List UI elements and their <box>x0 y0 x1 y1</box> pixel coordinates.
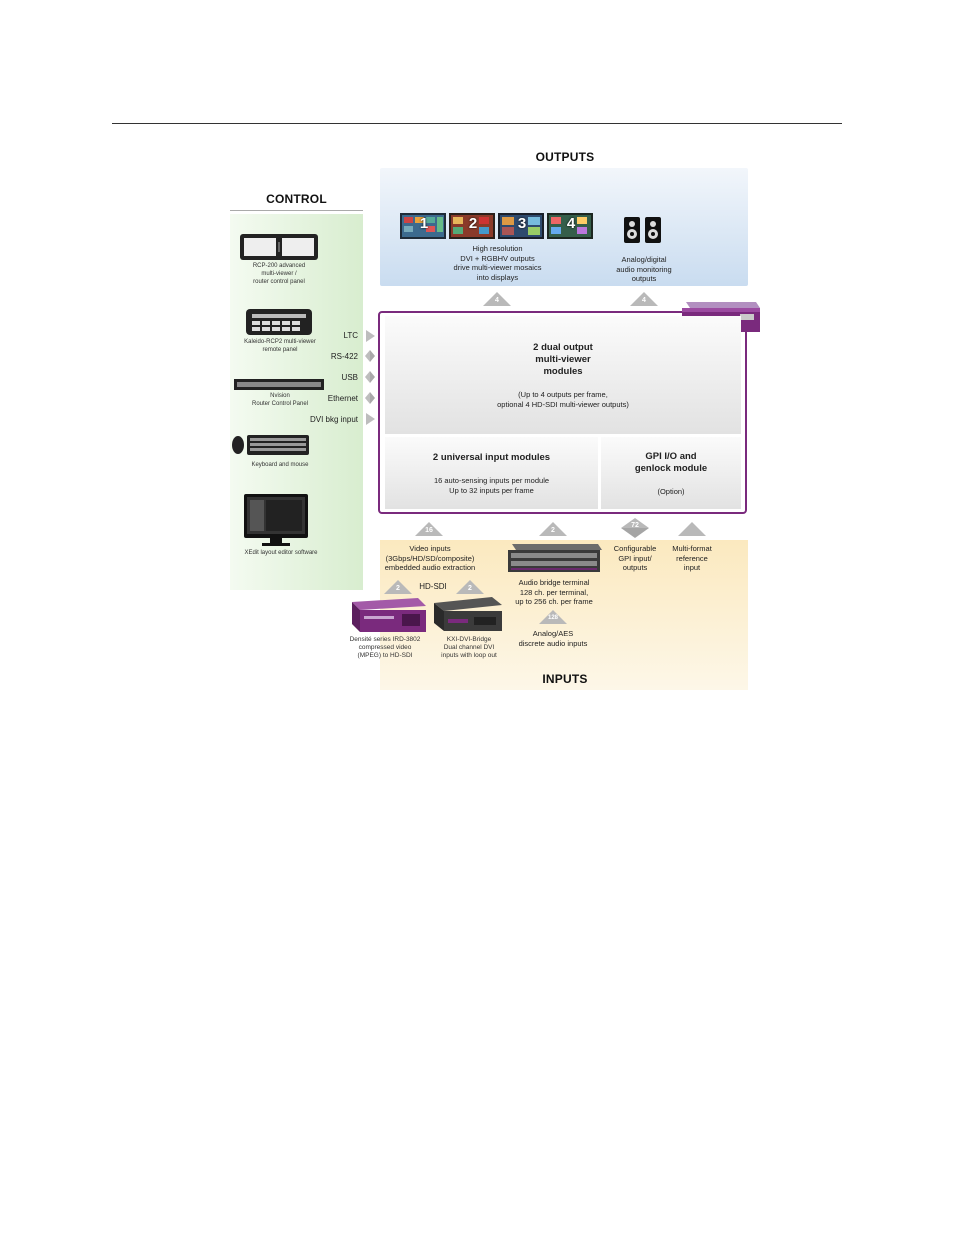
header-rule <box>112 123 842 124</box>
audio-bridge-text: Audio bridge terminal 128 ch. per termin… <box>515 578 593 606</box>
conn-rs422-label: RS-422 <box>330 352 358 361</box>
hdsdi-arrow-ird <box>384 580 412 594</box>
ird-device-image <box>348 598 428 639</box>
control-item-nvision: Nvision Router Control Panel <box>251 393 309 407</box>
control-item-rcp200: RCP-200 advanced multi-viewer / router c… <box>252 263 306 285</box>
input-modules-box <box>385 437 598 509</box>
input-arrow-gpi-count: 72 <box>631 522 639 529</box>
display-mosaic-group <box>400 212 595 240</box>
input-arrow-reference <box>678 522 706 536</box>
conn-usb-arrow <box>365 371 375 383</box>
conn-rs422-arrow <box>365 350 375 362</box>
video-outputs-text: High resolution DVI + RGBHV outputs driv… <box>453 244 542 282</box>
gpi-module-box <box>601 437 741 509</box>
input-arrow-gpi <box>621 518 649 538</box>
display-number-1: 1 <box>419 215 429 232</box>
xedit-monitor-icon <box>244 494 308 551</box>
display-number-4: 4 <box>566 215 576 232</box>
input-arrow-video-count: 16 <box>425 527 433 534</box>
ird-text: Densité series IRD-3802 compressed video… <box>349 636 421 659</box>
control-divider <box>230 210 363 211</box>
hdsdi-label: HD-SDI <box>419 582 447 591</box>
conn-ethernet-arrow <box>365 392 375 404</box>
inputs-title: INPUTS <box>542 672 588 686</box>
gpi-inputs-text: Configurable GPI input/ outputs <box>613 544 657 572</box>
keyboard-mouse-icon <box>231 433 311 462</box>
input-modules-note: 16 auto-sensing inputs per module Up to … <box>433 476 550 495</box>
speakers-icon <box>623 217 663 249</box>
hdsdi-arrow-ird-count: 2 <box>396 585 400 592</box>
reference-input-text: Multi-format reference input <box>672 544 712 572</box>
conn-usb-label: USB <box>341 373 358 382</box>
aes-arrow <box>539 610 567 624</box>
audio-bridge-terminal-image <box>506 544 602 579</box>
input-arrow-audio-count: 2 <box>551 527 555 534</box>
display-number-2: 2 <box>468 215 478 232</box>
video-inputs-text: Video inputs (3Gbps/HD/SD/composite) emb… <box>384 544 476 572</box>
display-mosaics-icon <box>400 213 593 239</box>
control-item-xedit: XEdit layout editor software <box>244 550 318 556</box>
kaleido-rcp2-icon <box>246 309 312 340</box>
hdsdi-arrow-kxi <box>456 580 484 594</box>
rcp200-icon <box>240 234 318 265</box>
output-modules-box <box>385 316 741 434</box>
hdsdi-arrow-kxi-count: 2 <box>468 585 472 592</box>
conn-dvi-arrow <box>366 413 375 425</box>
kxi-device-image <box>432 597 504 640</box>
control-title: CONTROL <box>266 192 327 206</box>
gpi-module-note: (Option) <box>657 487 685 496</box>
output-modules-note: (Up to 4 outputs per frame, optional 4 H… <box>497 390 629 409</box>
control-item-keyboard: Keyboard and mouse <box>251 462 309 468</box>
output-arrow-audio <box>630 292 658 306</box>
output-modules-title: 2 dual output multi-viewer modules <box>533 342 593 377</box>
control-item-kaleido-rcp2: Kaleido-RCP2 multi-viewer remote panel <box>244 339 316 353</box>
kxi-text: KXI-DVI-Bridge Dual channel DVI inputs w… <box>441 636 497 659</box>
input-arrow-audio <box>539 522 567 536</box>
outputs-title: OUTPUTS <box>535 150 595 164</box>
conn-dvi-label: DVI bkg input <box>309 415 358 424</box>
conn-ltc-arrow <box>366 330 375 342</box>
conn-ethernet-label: Ethernet <box>327 394 358 403</box>
aes-text: Analog/AES discrete audio inputs <box>518 629 588 648</box>
output-arrow-video-count: 4 <box>495 297 499 304</box>
input-modules-title: 2 universal input modules <box>432 452 551 463</box>
input-arrow-video <box>415 522 443 536</box>
audio-outputs-text: Analog/digital audio monitoring outputs <box>616 255 672 283</box>
display-number-3: 3 <box>517 215 527 232</box>
output-arrow-audio-count: 4 <box>642 297 646 304</box>
output-arrow-video <box>483 292 511 306</box>
gpi-module-title: GPI I/O and genlock module <box>634 451 708 474</box>
nvision-panel-icon <box>234 377 324 395</box>
aes-arrow-count: 128 <box>547 615 558 621</box>
conn-ltc-label: LTC <box>343 331 358 340</box>
